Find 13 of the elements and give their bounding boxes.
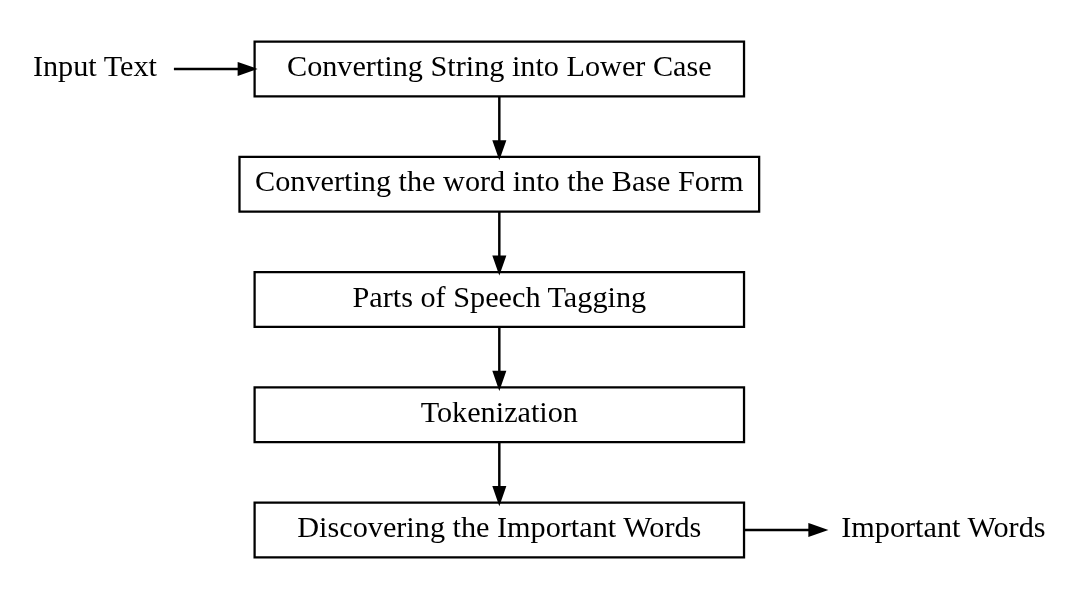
arrow xyxy=(492,96,507,160)
node-box: Converting the word into the Base Form xyxy=(238,155,761,213)
node-box: Tokenization xyxy=(253,385,746,443)
arrow xyxy=(492,442,507,506)
node-box: Converting String into Lower Case xyxy=(253,39,746,97)
arrow xyxy=(492,211,507,276)
node-text: Important Words xyxy=(841,509,1046,544)
arrow xyxy=(173,61,258,76)
node-text: Input Text xyxy=(32,48,157,83)
arrow xyxy=(492,326,507,391)
node-box: Parts of Speech Tagging xyxy=(253,270,746,328)
arrow xyxy=(744,522,829,537)
node-box: Discovering the Important Words xyxy=(253,501,746,559)
